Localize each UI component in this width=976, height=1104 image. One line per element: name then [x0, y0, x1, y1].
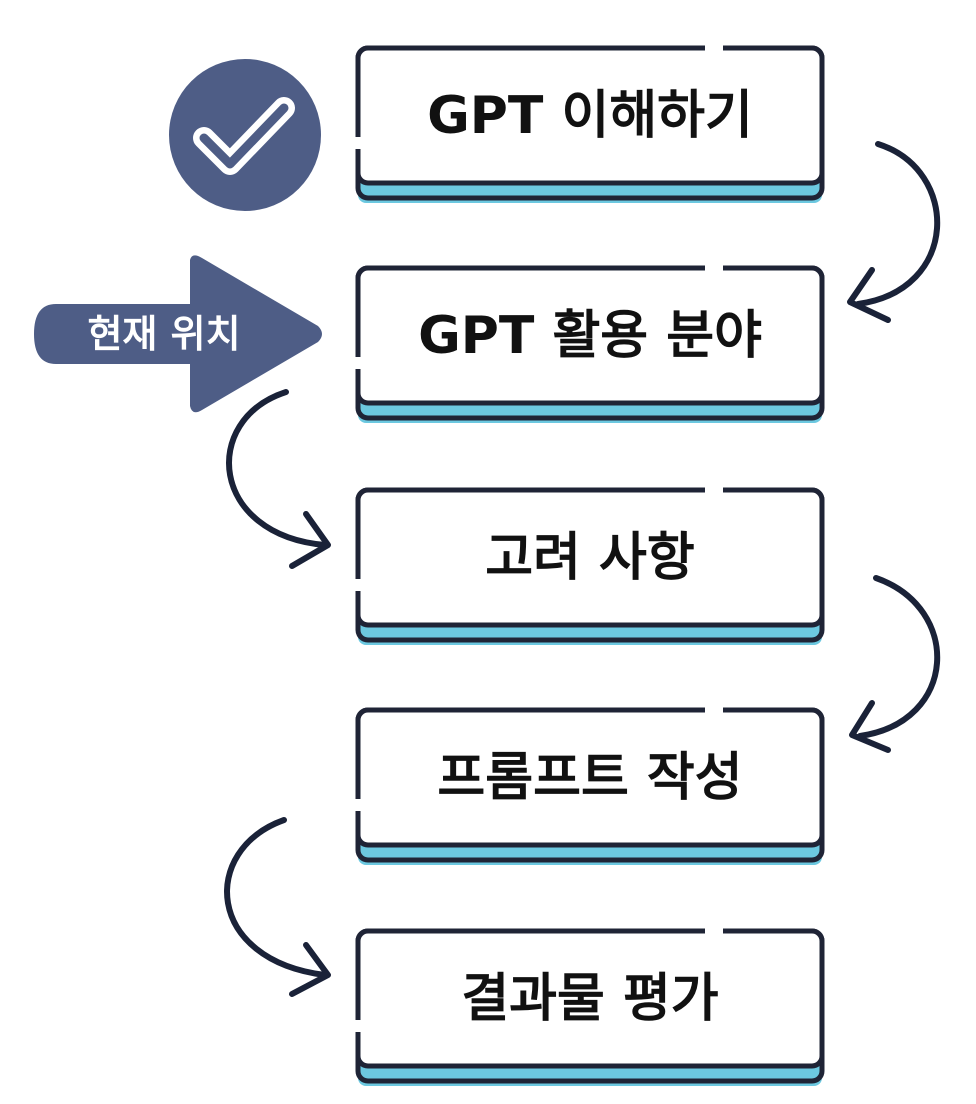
- connector-arrow-3: [857, 575, 940, 739]
- step-box-frame: [355, 928, 825, 1086]
- done-marker: [168, 58, 322, 212]
- step-box-frame: [355, 265, 825, 423]
- step-label: 결과물 평가: [461, 969, 719, 1029]
- step-box-frame: [355, 45, 825, 203]
- step-label: 프롬프트 작성: [437, 748, 743, 808]
- connector-arrowhead-1: [847, 267, 891, 323]
- step-box-frame: [355, 707, 825, 865]
- step-box-frame: [355, 487, 825, 645]
- connector-arrowhead-2: [289, 511, 331, 569]
- current-position-label: 현재 위치: [87, 312, 241, 356]
- connector-arrowhead-4: [289, 942, 331, 997]
- current-position-marker: 현재 위치: [30, 252, 325, 416]
- step-label: GPT 활용 분야: [418, 306, 762, 366]
- step-understand-gpt: GPT 이해하기: [355, 45, 825, 205]
- step-prompt-writing: 프롬프트 작성: [355, 707, 825, 867]
- connector-arrow-4: [224, 817, 328, 978]
- connector-arrow-1: [855, 141, 940, 307]
- connector-arrowhead-3: [849, 700, 891, 753]
- step-label: 고려 사항: [485, 528, 695, 588]
- arrow-right-icon: [34, 255, 322, 413]
- checkmark-icon: [169, 59, 321, 211]
- step-considerations: 고려 사항: [355, 487, 825, 647]
- step-evaluate-results: 결과물 평가: [355, 928, 825, 1088]
- step-gpt-use-cases: GPT 활용 분야: [355, 265, 825, 425]
- step-label: GPT 이해하기: [427, 86, 753, 146]
